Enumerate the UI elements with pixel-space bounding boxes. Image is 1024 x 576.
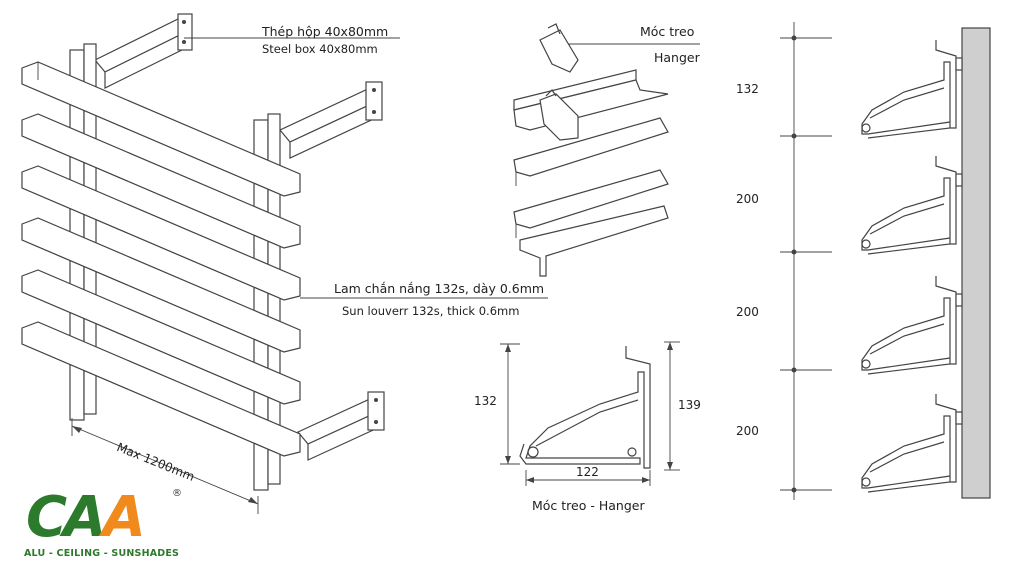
spacing-dim: 200 (736, 305, 759, 319)
section-hanger (861, 40, 963, 139)
max-span-dimension (71, 418, 259, 514)
logo-registered: ® (172, 488, 182, 499)
hanger-louver-detail (513, 69, 669, 277)
louver-label-en: Sun louverr 132s, thick 0.6mm (342, 304, 520, 318)
hanger-label-vi: Móc treo (640, 24, 695, 39)
hanger-label-en: Hanger (654, 50, 700, 65)
section-hanger (861, 276, 963, 375)
louver-label-vi: Lam chắn nắng 132s, dày 0.6mm (334, 281, 545, 296)
caa-logo: CAA ® ALU - CEILING - SUNSHADES (24, 488, 194, 568)
louver-blades (21, 61, 301, 457)
louver-blade (21, 61, 301, 197)
section-hanger (861, 394, 963, 493)
hanger-caption: Móc treo - Hanger (532, 498, 645, 513)
logo-brand: CAA (26, 485, 146, 550)
section-hanger (861, 156, 963, 255)
steel-box-arm-bottom (297, 391, 385, 461)
hanger-width-dim: 122 (576, 465, 599, 479)
louver-blade (21, 113, 301, 249)
louver-blade (21, 269, 301, 405)
louver-blade (21, 165, 301, 301)
hanger-height-left-dim: 132 (474, 394, 497, 408)
logo-tagline: ALU - CEILING - SUNSHADES (24, 548, 180, 559)
spacing-dim: 132 (736, 82, 759, 96)
louver-blade (21, 217, 301, 353)
hanger-detail-icon (539, 23, 579, 73)
section-view-drawing (780, 22, 991, 500)
steel-box-label-vi: Thép hộp 40x80mm (262, 24, 389, 39)
spacing-dim: 200 (736, 424, 759, 438)
steel-box-label-en: Steel box 40x80mm (262, 42, 378, 56)
wall (961, 27, 991, 499)
hanger-height-right-dim: 139 (678, 398, 701, 412)
hanger-profile-drawing (500, 341, 680, 486)
louver-blade (21, 321, 301, 457)
spacing-dim: 200 (736, 192, 759, 206)
steel-box-arm-middle (279, 81, 383, 159)
steel-box-arm-top (94, 13, 193, 89)
